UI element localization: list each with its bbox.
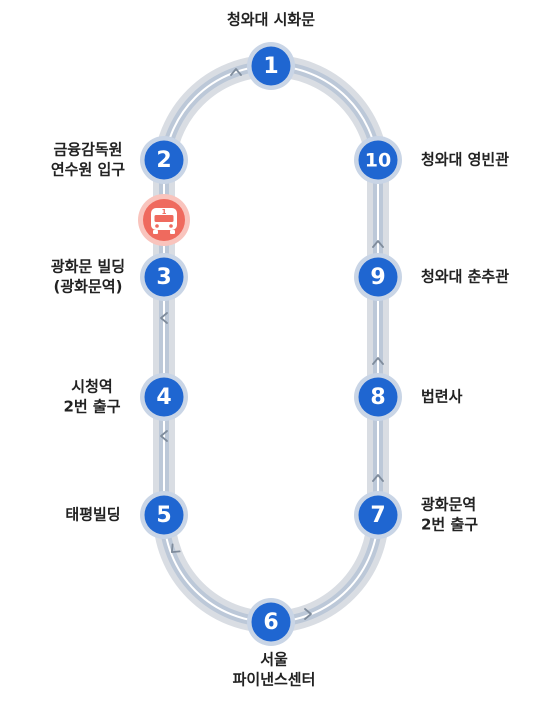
stop-10[interactable]: 10 [354,136,402,184]
stop-circle [144,257,184,297]
stop-circle [251,46,291,86]
route-track [153,55,389,633]
track-centerline [163,65,379,623]
direction-arrow-icon [160,430,168,442]
stops: 1 2 3 4 5 6 7 8 9 10 [140,42,402,646]
bus-marker[interactable]: 1 [138,194,190,246]
direction-arrow-icon [230,68,242,76]
stop-circle [358,495,398,535]
stop-4[interactable]: 4 [140,373,188,421]
stop-number: 6 [263,610,278,635]
stop-number: 3 [156,265,171,290]
stop-circle [358,140,398,180]
stop-6-label: 서울 [260,651,288,669]
stop-number: 10 [365,150,391,172]
stop-number: 9 [370,265,385,290]
stop-1[interactable]: 1 [247,42,295,90]
stop-number: 1 [263,54,278,79]
stop-circle [144,495,184,535]
stop-8[interactable]: 8 [354,373,402,421]
stop-6[interactable]: 6 [247,598,295,646]
track-outer [153,55,389,633]
direction-arrow-icon [372,240,384,248]
stop-9[interactable]: 9 [354,253,402,301]
stop-10-label: 청와대 영빈관 [421,151,509,169]
bus-icon: 1 [151,208,177,234]
stop-number: 8 [370,385,385,410]
stop-1-label: 청와대 시화문 [227,11,315,29]
stop-9-label: 청와대 춘추관 [421,268,509,286]
stop-4-label: 2번 출구 [63,398,120,416]
stop-7-label: 2번 출구 [421,516,478,534]
stop-circle [144,140,184,180]
stop-2-label: 연수원 입구 [51,161,125,179]
stop-3[interactable]: 3 [140,253,188,301]
stop-5-label: 태평빌딩 [65,506,120,524]
stop-circle [251,602,291,642]
stop-6-label: 파이낸스센터 [233,671,316,689]
direction-arrows [160,68,384,620]
direction-arrow-icon [160,312,168,324]
stop-4-label: 시청역 [71,378,112,396]
direction-arrow-icon [372,357,384,365]
stop-3-label: (광화문역) [54,278,123,296]
stop-number: 2 [156,148,171,173]
stop-circle [358,257,398,297]
track-inner [159,61,383,627]
stop-5[interactable]: 5 [140,491,188,539]
stop-3-label: 광화문 빌딩 [51,258,125,276]
stop-7-label: 광화문역 [421,496,476,514]
stop-8-label: 법련사 [421,388,463,406]
stop-7[interactable]: 7 [354,491,402,539]
stop-number: 7 [370,503,385,528]
stop-2-label: 금융감독원 [53,141,122,159]
direction-arrow-icon [170,543,181,554]
stop-circle [144,377,184,417]
stop-number: 5 [156,503,171,528]
direction-arrow-icon [372,474,384,482]
direction-arrow-icon [304,608,312,620]
stop-number: 4 [156,385,171,410]
stop-circle [358,377,398,417]
bus-route-number: 1 [162,208,167,216]
stop-2[interactable]: 2 [140,136,188,184]
